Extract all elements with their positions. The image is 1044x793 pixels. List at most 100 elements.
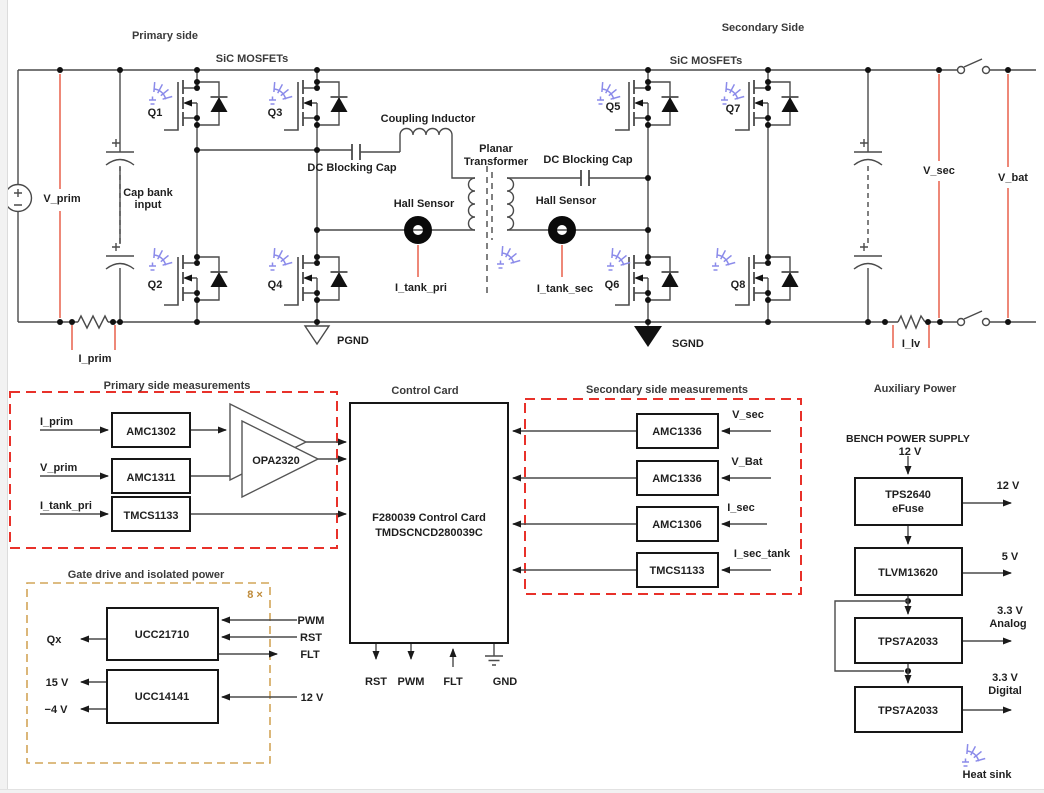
- heatsink-icon: [268, 247, 293, 271]
- 12v-in-label: 12 V: [301, 692, 324, 704]
- cap-bank-primary-top: [105, 138, 135, 166]
- ucc21710-label: UCC21710: [135, 629, 189, 641]
- amc1311-label: AMC1311: [127, 472, 176, 484]
- page-edge-bottom: [0, 789, 1044, 793]
- ucc21710-block: [106, 607, 219, 661]
- vprim-label: V_prim: [43, 193, 81, 205]
- iprim-input-label: I_prim: [40, 416, 73, 428]
- isec-tank-input-label: I_sec_tank: [734, 548, 791, 560]
- itank-sec-label: I_tank_sec: [537, 283, 593, 295]
- cap-bank-secondary-top: [853, 138, 883, 166]
- qx-label: Qx: [47, 634, 63, 646]
- coupling-inductor-label: Coupling Inductor: [381, 113, 476, 125]
- mosfet-q5: [614, 69, 680, 138]
- rst-in-label: RST: [300, 632, 322, 644]
- shunt-resistor-iprim: [77, 314, 109, 330]
- planar-transformer-label-2: Transformer: [464, 156, 529, 168]
- opa2320-label: OPA2320: [252, 455, 300, 467]
- q8-label: Q8: [731, 279, 746, 291]
- tps7a2033-analog-block: [854, 617, 963, 664]
- secondary-side-title: Secondary Side: [722, 22, 805, 34]
- 3v3-analog-label-1: 3.3 V: [997, 605, 1023, 617]
- amc1311-block: [111, 458, 191, 494]
- vsec-input-label: V_sec: [732, 409, 764, 421]
- voltage-source: [3, 183, 33, 213]
- amc1336-vsec-block: [636, 413, 719, 449]
- iprim-label: I_prim: [78, 353, 111, 365]
- ucc14141-label: UCC14141: [135, 691, 189, 703]
- amc1306-label: AMC1306: [652, 519, 702, 531]
- dc-blocking-cap-right-label: DC Blocking Cap: [543, 154, 633, 166]
- neg4v-label: −4 V: [45, 704, 69, 716]
- tmcs1133-primary-block: [111, 496, 191, 532]
- gate-drive-box: [26, 582, 271, 764]
- q2-label: Q2: [148, 279, 163, 291]
- hall-sensor-left-label: Hall Sensor: [394, 198, 455, 210]
- amc1336-vsec-label: AMC1336: [652, 426, 702, 438]
- tps2640-block: [854, 477, 963, 526]
- isec-input-label: I_sec: [727, 502, 755, 514]
- dc-blocking-cap-left-label: DC Blocking Cap: [307, 162, 397, 174]
- heatsink-icon: [711, 247, 736, 271]
- primary-measurements-title: Primary side measurements: [104, 380, 251, 392]
- relay-switch-bottom: [956, 310, 991, 327]
- amc1302-label: AMC1302: [126, 426, 176, 438]
- tps7a2033-digital-label: TPS7A2033: [878, 705, 938, 717]
- block-arrows: [40, 426, 1012, 714]
- secondary-measurements-box: [524, 398, 802, 595]
- heatsink-icon: [268, 81, 293, 105]
- amc1336-vbat-label: AMC1336: [652, 473, 702, 485]
- heatsink-icon: [606, 247, 631, 271]
- pgnd-label: PGND: [337, 335, 369, 347]
- flt-pin-label: FLT: [443, 676, 463, 688]
- cap-bank-label-2: input: [135, 199, 162, 211]
- heatsink-icon: [148, 247, 173, 271]
- gate-drive-title: Gate drive and isolated power: [68, 569, 225, 581]
- pwm-pin-label: PWM: [398, 676, 425, 688]
- hall-sensor-right-label: Hall Sensor: [536, 195, 597, 207]
- amc1306-block: [636, 506, 719, 542]
- sgnd-symbol: [634, 326, 662, 347]
- vbat-label: V_bat: [998, 172, 1028, 184]
- 3v3-digital-label-2: Digital: [988, 685, 1022, 697]
- control-card-name-1: F280039 Control Card: [372, 512, 486, 524]
- tps2640-label-2: eFuse: [892, 503, 924, 515]
- 5v-out-label: 5 V: [1002, 551, 1019, 563]
- cap-bank-secondary-bottom: [853, 242, 883, 270]
- sic-mosfets-left-label: SiC MOSFETs: [216, 53, 289, 65]
- heatsink-icon: [961, 743, 986, 767]
- heatsink-icon: [496, 245, 521, 269]
- control-card-block: [349, 402, 509, 644]
- bench-supply-label-1: BENCH POWER SUPPLY: [846, 433, 970, 445]
- relay-switch-top: [956, 58, 991, 75]
- cap-bank-primary-bottom: [105, 242, 135, 270]
- control-card-title: Control Card: [391, 385, 458, 397]
- 12v-out-label: 12 V: [997, 480, 1020, 492]
- tlvm13620-label: TLVM13620: [878, 567, 938, 579]
- tps7a2033-analog-label: TPS7A2033: [878, 636, 938, 648]
- ilv-label: I_lv: [902, 338, 921, 350]
- heat-sink-label: Heat sink: [963, 769, 1013, 781]
- q1-label: Q1: [148, 107, 163, 119]
- aux-power-title: Auxiliary Power: [874, 383, 957, 395]
- q5-label: Q5: [606, 101, 621, 113]
- tmcs1133-secondary-label: TMCS1133: [649, 565, 704, 577]
- tlvm13620-block: [854, 547, 963, 596]
- itank-pri-label: I_tank_pri: [395, 282, 447, 294]
- hall-sensor-secondary: [548, 216, 576, 244]
- shunt-resistor-ilv: [897, 314, 926, 330]
- tmcs1133-primary-label: TMCS1133: [123, 510, 178, 522]
- junction-dots: [57, 67, 1011, 674]
- control-card-name-2: TMDSCNCD280039C: [375, 527, 483, 539]
- pgnd-symbol: [303, 325, 331, 346]
- hall-sensor-primary: [404, 216, 432, 244]
- heatsink-icon: [720, 81, 745, 105]
- vsec-label: V_sec: [923, 165, 955, 177]
- measurement-probes: [59, 74, 1009, 350]
- cap-bank-label-1: Cap bank: [123, 187, 173, 199]
- q6-label: Q6: [605, 279, 620, 291]
- mosfet-q3: [283, 69, 349, 138]
- primary-side-title: Primary side: [132, 30, 198, 42]
